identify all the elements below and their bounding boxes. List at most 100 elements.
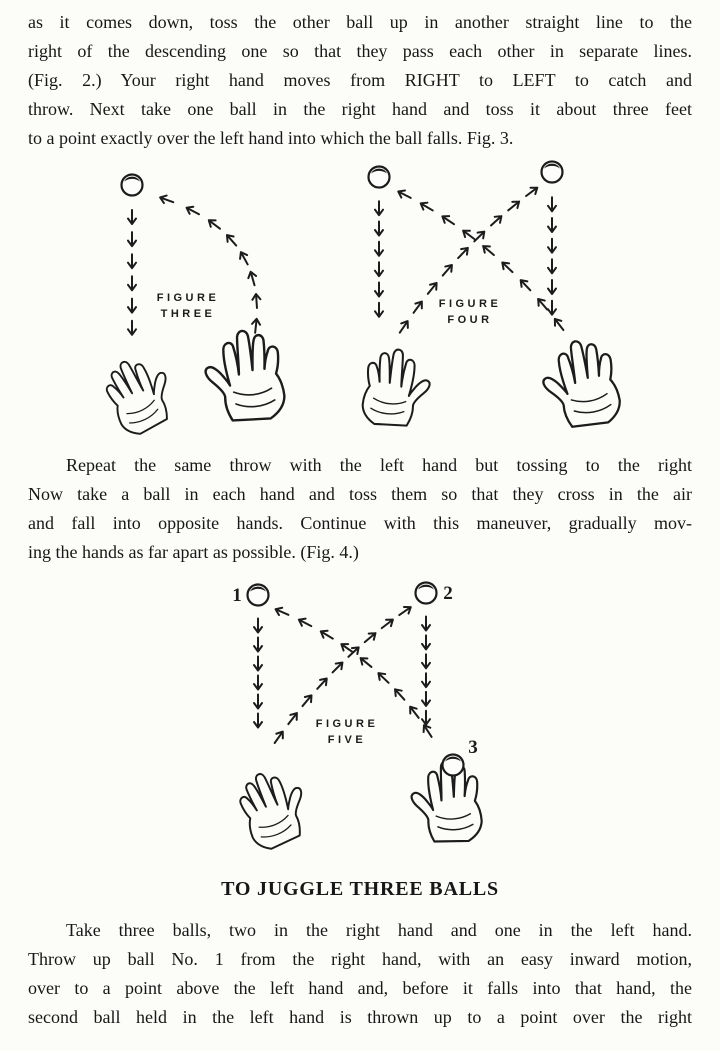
figure-five-label: FIVE [328,734,366,746]
arrow-segment-icon [374,261,384,278]
figure-three-label: THREE [161,308,216,320]
text-line: Take three balls, two in the right hand … [66,920,692,940]
left-hand-illustration [359,345,434,431]
arrow-segment-icon [328,658,347,677]
section-heading: TO JUGGLE THREE BALLS [221,878,499,900]
descent-trajectory-arrows [374,200,384,318]
ball-icon [246,583,270,607]
text-line: second ball held in the left hand is thr… [28,1007,692,1027]
arrow-segment-icon [374,240,384,257]
left-hand-illustration [96,347,185,441]
arrow-segment-icon [251,292,262,310]
text-line: Throw up ball No. 1 from the right hand,… [28,949,692,969]
arrow-segment-icon [547,299,557,316]
arrow-segment-icon [419,722,436,741]
arrow-segment-icon [405,703,423,722]
arrow-segment-icon [253,636,263,653]
arrow-segment-icon [421,634,431,651]
arrow-segment-icon [470,227,489,246]
arrow-segment-icon [438,261,456,280]
arrow-segment-icon [522,183,541,201]
arrow-segment-icon [421,653,431,670]
arrow-segment-icon [409,298,427,317]
arrow-segment-icon [421,690,431,707]
arrow-segment-icon [374,669,393,687]
arrow-segment-icon [547,217,557,233]
arrow-segment-icon [157,192,176,207]
cross-toss-trajectory-arrows [395,186,568,334]
figure-five-label: FIGURE [316,718,379,730]
text-line: to a point exactly over the left hand in… [28,128,514,148]
arrow-segment-icon [127,297,137,314]
arrow-segment-icon [205,216,224,233]
arrow-segment-icon [253,655,263,672]
text-line: throw. Next take one ball in the right h… [28,99,692,119]
arrow-segment-icon [313,674,331,693]
text-line: and fall into opposite hands. Continue w… [28,513,692,533]
paragraph-1: as it comes down, toss the other ball up… [28,8,692,153]
arrow-segment-icon [357,653,375,672]
text-line: as it comes down, toss the other ball up… [28,12,692,32]
arrow-segment-icon [516,276,535,295]
arrow-segment-icon [253,693,263,710]
arrow-segment-icon [395,186,414,203]
arrow-segment-icon [127,253,137,270]
arrow-segment-icon [183,203,202,219]
arrow-segment-icon [374,200,384,217]
arrow-segment-icon [374,281,384,298]
arrow-segment-icon [423,279,441,298]
arrow-segment-icon [550,315,568,334]
ball-icon [367,165,391,189]
arrow-segment-icon [421,672,431,689]
figure-five-wrapper: 1 2 FIGURE FIVE 3 [28,575,692,860]
arrow-segment-icon [374,220,384,237]
text-line: (Fig. 2.) Your right hand moves from RIG… [28,70,692,90]
text-line: ing the hands as far apart as possible. … [28,542,359,562]
figure-four-label: FIGURE [439,298,502,310]
arrow-segment-icon [361,629,380,647]
right-hand-illustration [200,326,288,426]
arrow-segment-icon [421,709,431,726]
arrow-segment-icon [547,258,557,275]
text-line: right of the descending one so that they… [28,41,692,61]
left-hand-illustration [230,760,318,855]
arrow-segment-icon [395,602,415,620]
figure-three-illustration: FIGURE THREE [96,173,288,441]
arrow-segment-icon [417,198,436,215]
text-line: Now take a ball in each hand and toss th… [28,484,692,504]
arrow-segment-icon [547,279,557,295]
arrow-segment-icon [317,626,336,644]
text-line: over to a point above the left hand and,… [28,978,692,998]
arrow-segment-icon [284,709,302,728]
ball-icon [540,160,564,184]
arrow-segment-icon [222,231,241,250]
arrow-segment-icon [272,604,292,620]
arrow-segment-icon [374,301,384,318]
descent-trajectory-arrows [127,209,137,336]
descent-trajectory-arrows [253,617,263,729]
arrow-segment-icon [547,196,557,213]
arrow-segment-icon [270,728,288,747]
arrow-segment-icon [253,712,263,729]
figure-four-illustration: FIGURE FOUR [359,160,625,434]
arrow-segment-icon [250,317,262,335]
arrow-segment-icon [547,237,557,254]
text-line: Repeat the same throw with the left hand… [66,455,692,475]
figures-three-four-row: FIGURE THREE FIGURE FOUR [28,159,692,449]
arrow-segment-icon [127,209,137,225]
arrow-segment-icon [245,269,260,288]
ball-number-2: 2 [443,583,453,604]
arrow-segment-icon [504,197,523,215]
ball-icon [414,581,438,605]
ball-number-1: 1 [232,585,242,606]
ball-icon [441,753,465,777]
arrow-segment-icon [253,617,263,634]
figure-five-illustration: 1 2 FIGURE FIVE 3 [230,581,485,855]
arrow-segment-icon [459,226,478,244]
arrow-segment-icon [439,212,458,229]
arrow-segment-icon [253,674,263,691]
ball-icon [120,173,144,197]
arrow-segment-icon [487,212,506,230]
paragraph-3: Take three balls, two in the right hand … [28,916,692,1032]
